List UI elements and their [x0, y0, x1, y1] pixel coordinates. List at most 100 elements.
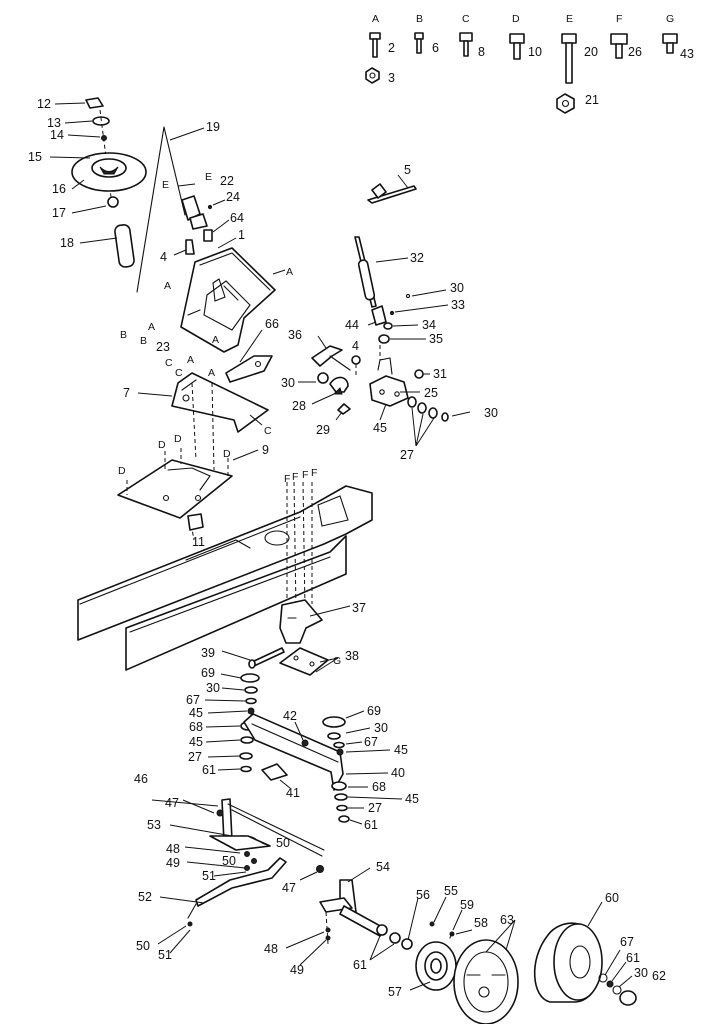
- dash-panel-icon: [180, 247, 276, 353]
- callout-label: 32: [410, 251, 424, 265]
- callout-label: 24: [226, 190, 240, 204]
- callout-label: 41: [286, 786, 300, 800]
- bolt-shank-icon: [666, 42, 674, 54]
- callout-label: 27: [400, 448, 414, 462]
- callout-label: 61: [202, 763, 216, 777]
- washer-icon: [244, 686, 258, 694]
- callout-label: 9: [262, 443, 269, 457]
- dash-console: [180, 237, 286, 353]
- front-axle: [204, 673, 403, 825]
- callout-label: 60: [605, 891, 619, 905]
- callout-label: 44: [345, 318, 359, 332]
- callout-label: 36: [288, 328, 302, 342]
- callout-label: 53: [147, 818, 161, 832]
- callout-label: 51: [158, 948, 172, 962]
- ref-letter: F: [292, 471, 298, 483]
- callout-label: 67: [364, 735, 378, 749]
- ref-letter: F: [302, 469, 308, 481]
- callout-label: 13: [47, 116, 61, 130]
- front-wheel: [369, 896, 637, 1024]
- ref-letter: D: [174, 433, 182, 445]
- reference-letters: E E A A A A B B A C C C A D D D D F F F …: [118, 171, 341, 667]
- callout-label: 50: [136, 939, 150, 953]
- callout-label: 57: [388, 985, 402, 999]
- callout-label: 16: [52, 182, 66, 196]
- nut-icon: [365, 67, 380, 84]
- callout-label: 47: [282, 881, 296, 895]
- ref-letter: A: [212, 334, 219, 346]
- pivot-rod-icon: [311, 345, 343, 367]
- key-letter: F: [616, 13, 622, 25]
- callout-label: 68: [372, 780, 386, 794]
- ref-letter: C: [175, 367, 183, 379]
- callout-label: 64: [230, 211, 244, 225]
- callout-label: 62: [652, 969, 666, 983]
- ref-letter: D: [223, 448, 231, 460]
- callout-label: 37: [352, 601, 366, 615]
- key-part-number: 8: [478, 45, 485, 59]
- callout-label: 5: [404, 163, 411, 177]
- callout-label: 23: [156, 340, 170, 354]
- callout-label: 33: [451, 298, 465, 312]
- callout-label: 30: [634, 966, 648, 980]
- ref-letter: A: [148, 321, 155, 333]
- key-letter: D: [512, 13, 520, 25]
- ref-letter: D: [118, 465, 126, 477]
- bolt-shank-icon: [513, 42, 521, 60]
- callout-label: 49: [166, 856, 180, 870]
- callout-label: 4: [352, 339, 359, 353]
- bolt-head-icon: [610, 33, 628, 45]
- callout-label: 69: [201, 666, 215, 680]
- axle-bracket-icon: [261, 763, 288, 781]
- shifter-assembly: [298, 236, 471, 447]
- callout-label: 59: [460, 898, 474, 912]
- callout-label: 30: [281, 376, 295, 390]
- key-letter: A: [372, 13, 379, 25]
- callout-label: 28: [292, 399, 306, 413]
- callout-label: 52: [138, 890, 152, 904]
- callout-label: 63: [500, 913, 514, 927]
- callout-label: 54: [376, 860, 390, 874]
- nut-icon: [556, 93, 575, 114]
- callout-label: 42: [283, 709, 297, 723]
- callout-label: 69: [367, 704, 381, 718]
- lever-5: [367, 174, 417, 204]
- key-letter: C: [462, 13, 470, 25]
- bracket-28-icon: [329, 376, 349, 393]
- bolt-head-icon: [509, 33, 525, 44]
- callout-numbers: 12 13 14 15 16 17 18 19 22 24 64 1 4 5 3…: [28, 97, 666, 999]
- key-part-number: 26: [628, 45, 642, 59]
- callout-label: 11: [192, 535, 205, 549]
- ref-letter: D: [158, 439, 166, 451]
- key-letter: E: [566, 13, 573, 25]
- callout-label: 29: [316, 423, 330, 437]
- callout-label: 47: [165, 796, 179, 810]
- callout-label: 15: [28, 150, 42, 164]
- callout-label: 45: [405, 792, 419, 806]
- floor-plate-9-icon: [117, 459, 233, 519]
- cap-icon: [322, 716, 346, 728]
- axle-mount: [221, 599, 351, 676]
- callout-label: 35: [429, 332, 443, 346]
- callout-label: 51: [202, 869, 216, 883]
- tractor-frame: [77, 481, 373, 671]
- bolt-shank-icon: [372, 38, 378, 58]
- callout-label: 14: [50, 128, 64, 142]
- callout-label: 68: [189, 720, 203, 734]
- bolt-head-icon: [459, 32, 473, 42]
- callout-label: 30: [484, 406, 498, 420]
- callout-label: 30: [206, 681, 220, 695]
- bracket-66-icon: [225, 355, 273, 383]
- steering-shaft-tube-icon: [114, 224, 135, 268]
- bolt-shank-icon: [615, 43, 623, 59]
- key-part-number: 43: [680, 47, 694, 61]
- gear-icon: [181, 195, 201, 221]
- ref-letter: A: [187, 354, 194, 366]
- callout-label: 46: [134, 772, 148, 786]
- cap-icon: [240, 673, 260, 683]
- callout-label: 61: [364, 818, 378, 832]
- ref-letter: F: [311, 467, 317, 479]
- steering-shaft: [136, 126, 230, 293]
- callout-label: 40: [391, 766, 405, 780]
- clip-icon: [187, 513, 204, 531]
